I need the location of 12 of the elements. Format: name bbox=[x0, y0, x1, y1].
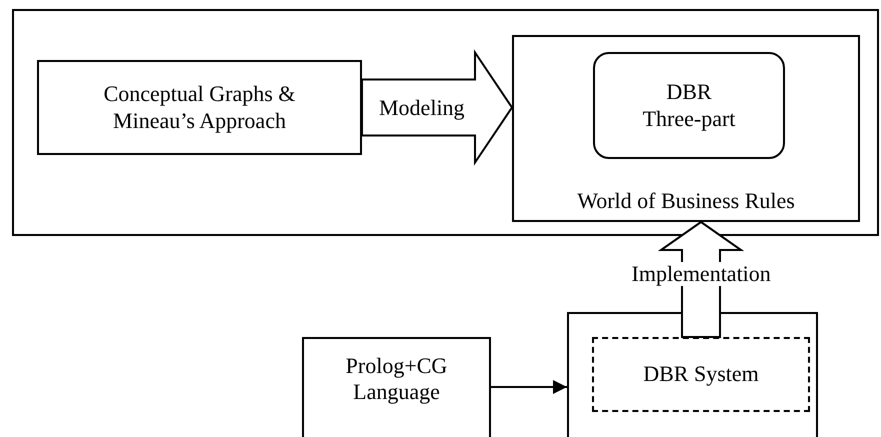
edge-label: Implementation bbox=[630, 262, 773, 286]
arrow bbox=[491, 380, 567, 394]
box-label: DBR System bbox=[643, 361, 759, 388]
process-box bbox=[37, 60, 362, 155]
group-box bbox=[512, 35, 860, 222]
box-label: DBR Three-part bbox=[642, 79, 736, 132]
rounded-box bbox=[593, 52, 785, 159]
box-label: Conceptual Graphs & Mineau’s Approach bbox=[102, 81, 296, 134]
box-label: World of Business Rules bbox=[577, 188, 795, 214]
group-box bbox=[12, 9, 879, 236]
process-box bbox=[302, 337, 491, 437]
box-label: Prolog+CG Language bbox=[344, 353, 448, 406]
